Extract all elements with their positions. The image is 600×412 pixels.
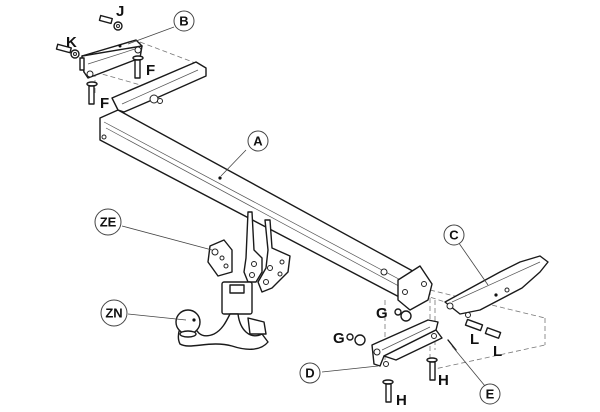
callout-a: A xyxy=(247,130,269,152)
label-f-right: F xyxy=(146,62,155,79)
label-g-upper: G xyxy=(376,305,388,322)
svg-text:ZE: ZE xyxy=(100,215,117,230)
svg-text:ZN: ZN xyxy=(105,306,122,321)
svg-text:C: C xyxy=(449,228,459,243)
label-g-lower: G xyxy=(333,330,345,347)
callout-e: E xyxy=(479,383,501,405)
label-f-left: F xyxy=(100,95,109,112)
hardware-bracket-b xyxy=(55,14,144,105)
ball-neck-zn xyxy=(175,281,269,350)
side-arm-c xyxy=(444,255,549,339)
crossbar-a xyxy=(99,61,433,311)
svg-text:D: D xyxy=(305,366,314,381)
callout-c: C xyxy=(443,224,465,246)
label-l-right: L xyxy=(493,343,502,360)
svg-text:E: E xyxy=(486,387,495,402)
svg-text:B: B xyxy=(179,14,188,29)
hitch-receiver-plates xyxy=(243,211,291,293)
bracket-b xyxy=(79,39,143,79)
callout-b: B xyxy=(173,10,195,32)
leader-lines xyxy=(121,26,489,387)
electrical-socket-plate-ze xyxy=(207,239,233,277)
label-l-left: L xyxy=(470,331,479,348)
bracket-d xyxy=(346,308,457,403)
callout-d: D xyxy=(299,362,321,384)
callout-ze: ZE xyxy=(94,208,122,236)
label-k: K xyxy=(66,34,77,51)
label-h-left: H xyxy=(396,392,407,409)
callout-zn: ZN xyxy=(100,299,128,327)
svg-text:A: A xyxy=(253,134,263,149)
label-h-right: H xyxy=(438,372,449,389)
label-j: J xyxy=(116,3,124,20)
